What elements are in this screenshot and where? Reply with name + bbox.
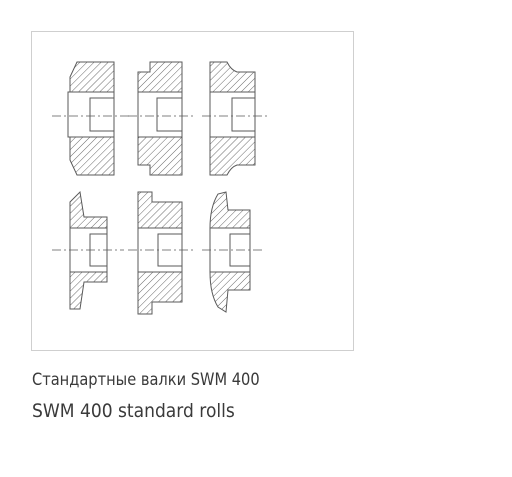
roll-5-section bbox=[128, 191, 194, 315]
roll-4-section bbox=[52, 190, 124, 310]
caption-russian: Стандартные валки SWM 400 bbox=[32, 370, 260, 390]
roll-3-section bbox=[202, 61, 268, 176]
roll-2-section bbox=[128, 61, 194, 176]
roll-6-section bbox=[202, 191, 264, 313]
roll-1-section bbox=[52, 61, 132, 176]
caption-english: SWM 400 standard rolls bbox=[32, 400, 235, 422]
rolls-figure bbox=[31, 31, 354, 351]
rolls-drawing bbox=[52, 61, 268, 315]
